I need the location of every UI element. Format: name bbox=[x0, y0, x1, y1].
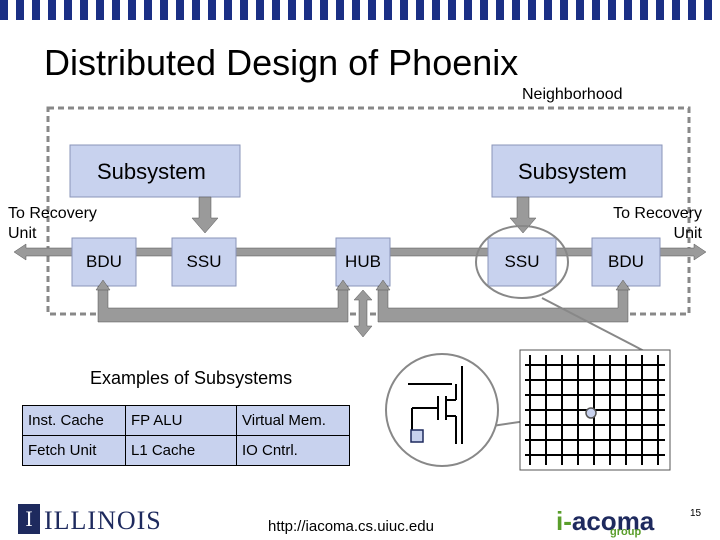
bus-arrowheads-right bbox=[615, 279, 631, 291]
table-cell: Virtual Mem. bbox=[236, 405, 350, 436]
bus-left bbox=[97, 285, 349, 323]
table-cell: L1 Cache bbox=[125, 435, 237, 466]
ssu-right-label: SSU bbox=[504, 252, 540, 271]
recovery-left-label: To Recovery Unit bbox=[8, 205, 97, 242]
bdu-left-box bbox=[71, 237, 137, 287]
zoom-line-top bbox=[541, 297, 647, 353]
examples-table: Inst. Cache FP ALU Virtual Mem. Fetch Un… bbox=[22, 405, 350, 466]
table-cell: IO Cntrl. bbox=[236, 435, 350, 466]
iacoma-group-label: group bbox=[610, 526, 642, 538]
footer-url[interactable]: http://iacoma.cs.uiuc.edu bbox=[268, 518, 434, 535]
hub-box bbox=[335, 237, 391, 287]
ssu-left-label: SSU bbox=[186, 252, 222, 271]
subsystem-box-right bbox=[491, 144, 663, 198]
top-stripe bbox=[0, 0, 720, 20]
iacoma-logo-text: acoma bbox=[571, 506, 655, 536]
table-row: Inst. Cache FP ALU Virtual Mem. bbox=[22, 405, 350, 436]
hub-label: HUB bbox=[345, 252, 381, 271]
bdu-left-label: BDU bbox=[86, 252, 122, 271]
illinois-wordmark: ILLINOIS bbox=[44, 506, 162, 535]
arrow-subsystem-to-ssu-left bbox=[191, 196, 219, 234]
transistor-zoom-circle bbox=[385, 353, 499, 467]
table-cell: Inst. Cache bbox=[22, 405, 126, 436]
bus-arrowheads-ssu bbox=[335, 279, 351, 291]
neighborhood-label: Neighborhood bbox=[522, 86, 623, 103]
ssu-right-box bbox=[487, 237, 557, 287]
subsystem-left-label: Subsystem bbox=[97, 159, 206, 184]
subsystem-right-label: Subsystem bbox=[518, 159, 627, 184]
recovery-right-label: To Recovery Unit bbox=[613, 205, 702, 242]
table-cell: FP ALU bbox=[125, 405, 237, 436]
illinois-logo-icon: I bbox=[18, 504, 40, 534]
iacoma-logo: i-acoma bbox=[556, 506, 654, 537]
ssu-highlight-ellipse bbox=[475, 225, 569, 299]
transistor-symbol bbox=[408, 366, 463, 444]
ssu-left-box bbox=[171, 237, 237, 287]
table-cell: Fetch Unit bbox=[22, 435, 126, 466]
bus-arrowheads-ssu-right bbox=[375, 279, 391, 291]
page-title: Distributed Design of Phoenix bbox=[44, 42, 519, 83]
iacoma-logo-prefix: i- bbox=[556, 506, 572, 536]
page-number: 15 bbox=[690, 508, 702, 519]
bus-arrowheads-left bbox=[95, 279, 111, 291]
bdu-right-label: BDU bbox=[608, 252, 644, 271]
hub-vertical-arrow bbox=[353, 289, 373, 338]
bus-right bbox=[377, 285, 629, 323]
table-row: Fetch Unit L1 Cache IO Cntrl. bbox=[22, 435, 350, 466]
transistor-terminal bbox=[410, 429, 424, 443]
subsystem-box-left bbox=[69, 144, 241, 198]
examples-heading: Examples of Subsystems bbox=[90, 368, 293, 388]
grid-node-marker bbox=[585, 407, 597, 419]
zoom-grid-lines bbox=[525, 355, 665, 465]
neighborhood-border bbox=[46, 106, 691, 316]
bdu-right-box bbox=[591, 237, 661, 287]
